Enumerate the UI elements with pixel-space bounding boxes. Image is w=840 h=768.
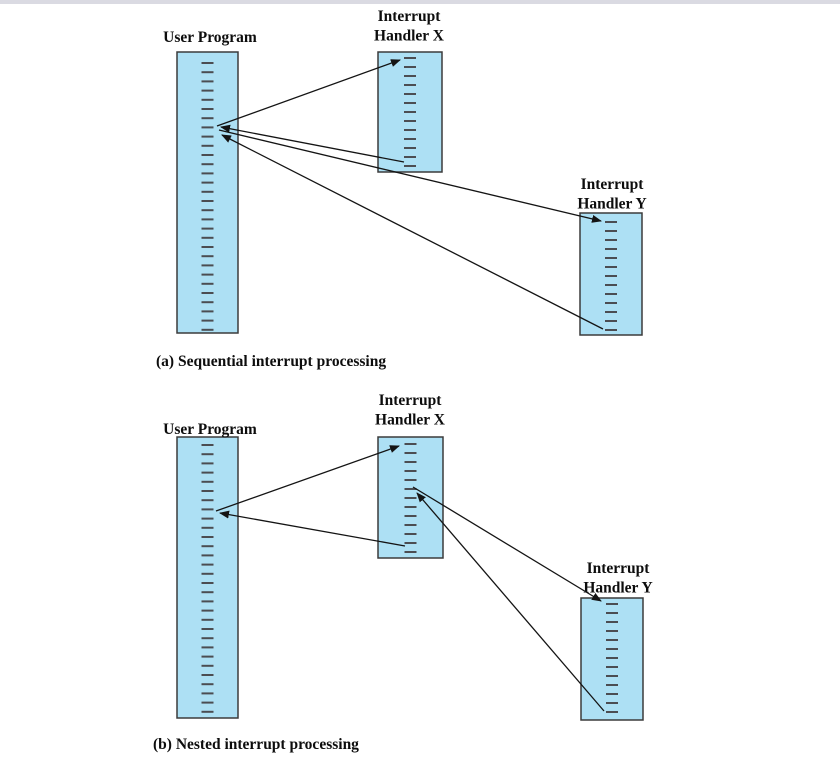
interrupt-handler-x-box <box>377 436 444 559</box>
user-program-label: User Program <box>163 421 257 438</box>
page-top-edge-band <box>0 0 840 4</box>
interrupt-handler-y-box <box>580 597 644 721</box>
interrupt-handler-x-label: Handler X <box>375 412 446 429</box>
interrupt-handler-x-label: Interrupt <box>378 8 442 25</box>
interrupt-handler-y-rect <box>579 212 643 336</box>
handler-x-return-to-user-arrow <box>219 510 406 547</box>
user-to-handler-y-arrow <box>218 129 602 223</box>
interrupt-handler-y-label: Interrupt <box>587 560 651 577</box>
user-to-handler-x-arrow <box>216 59 401 127</box>
interrupt-handler-y-label: Interrupt <box>581 176 645 193</box>
interrupt-handler-x-box <box>377 51 443 173</box>
interrupt-handler-y-box <box>579 212 643 336</box>
interrupt-handler-y-label: Handler Y <box>583 580 652 597</box>
interrupt-handler-y-label: Handler Y <box>577 196 646 213</box>
handler-x-to-handler-y-arrow <box>412 486 602 602</box>
user-program-box <box>176 51 239 334</box>
user-to-handler-x-arrow <box>215 445 400 512</box>
user-program-rect <box>176 436 239 719</box>
handler-y-return-to-handler-x-arrow <box>416 492 605 712</box>
user-program-box <box>176 436 239 719</box>
caption-b: (b) Nested interrupt processing <box>153 736 359 753</box>
interrupt-handler-x-label: Handler X <box>374 28 445 45</box>
interrupt-handler-x-label: Interrupt <box>379 392 443 409</box>
handler-x-return-to-user-arrow <box>220 124 405 163</box>
user-program-label: User Program <box>163 29 257 46</box>
handler-y-return-to-user-arrow <box>221 134 604 330</box>
caption-a: (a) Sequential interrupt processing <box>156 353 386 370</box>
